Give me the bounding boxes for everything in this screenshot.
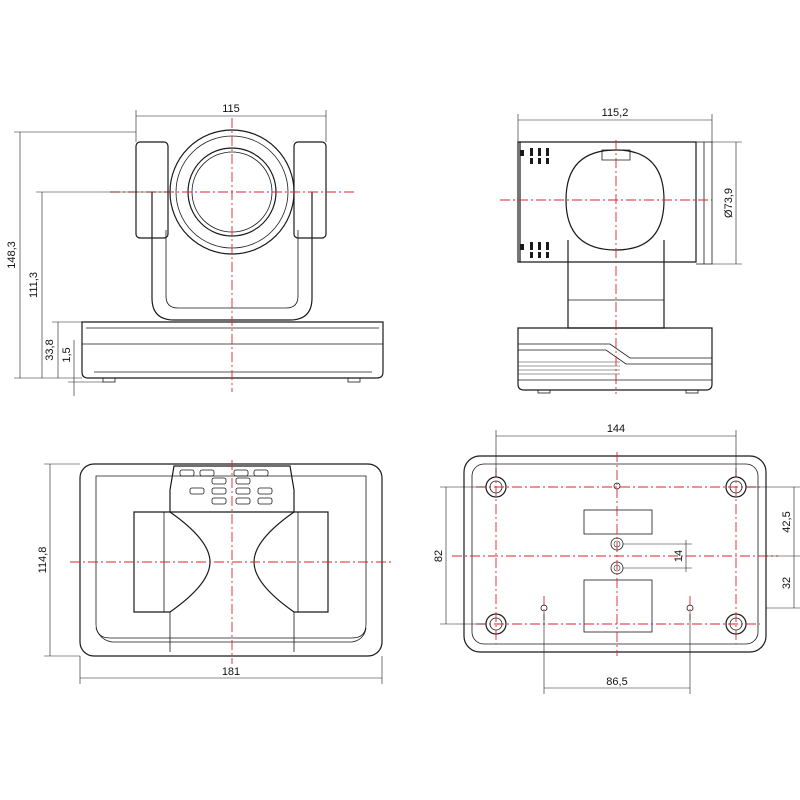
- front-view: 115 148,3 111,3 33,8 1,5: [6, 103, 384, 396]
- bottom-view: 144 82 42,5 32 14 86,5: [433, 423, 800, 694]
- front-width-dimension: 115: [222, 103, 240, 115]
- top-depth-dimension: 114,8: [37, 547, 49, 574]
- bottom-center-offset-dimension: 14: [673, 550, 685, 562]
- side-vent-slots: [520, 148, 549, 258]
- front-base-height-dimension: 33,8: [44, 339, 56, 360]
- side-lens-diameter-dimension: Ø73,9: [723, 188, 735, 218]
- bottom-inner-spacing-dimension: 86,5: [606, 676, 627, 688]
- bottom-upper-offset-dimension: 42,5: [781, 511, 793, 532]
- side-depth-dimension: 115,2: [602, 107, 629, 119]
- top-view: 114,8 181: [37, 460, 394, 684]
- top-width-dimension: 181: [222, 666, 240, 678]
- side-view: 115,2 Ø73,9: [500, 107, 742, 394]
- front-axis-height-dimension: 111,3: [28, 272, 40, 298]
- mounting-holes: [485, 476, 747, 635]
- bottom-lower-offset-dimension: 32: [781, 577, 793, 589]
- front-foot-dimension: 1,5: [61, 347, 73, 362]
- bottom-hole-spacing-y-dimension: 82: [433, 550, 445, 562]
- front-total-height-dimension: 148,3: [6, 241, 18, 269]
- top-vent-slots: [179, 469, 273, 505]
- bottom-hole-spacing-x-dimension: 144: [607, 423, 625, 435]
